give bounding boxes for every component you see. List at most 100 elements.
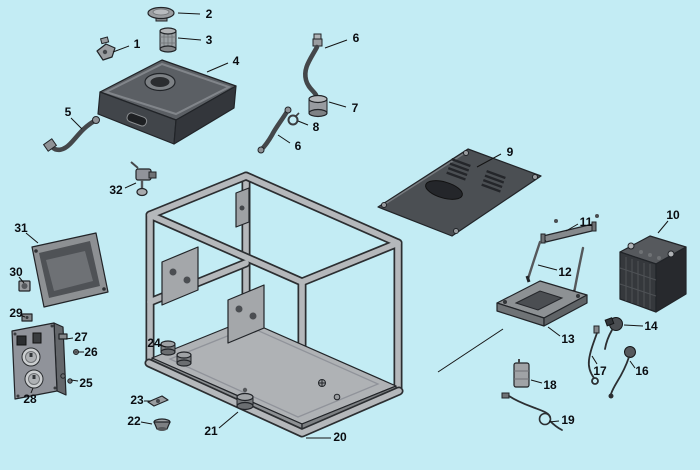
wire-loop-cable <box>501 392 563 431</box>
fuel-strainer <box>159 27 177 53</box>
callout-number-11: 11 <box>580 215 593 229</box>
callout-number-20: 20 <box>333 430 347 444</box>
callout-number-4: 4 <box>233 54 240 68</box>
leader-line-18 <box>530 379 543 384</box>
battery-cable <box>587 325 600 385</box>
callout-number-30: 30 <box>9 265 23 279</box>
fuel-hose-upper <box>303 33 323 98</box>
fuel-tank <box>97 59 237 145</box>
leader-line-28 <box>30 387 34 394</box>
battery-terminal <box>667 250 675 258</box>
panel-screws <box>60 373 73 384</box>
leader-line-17 <box>591 355 598 365</box>
mounting-plate-center <box>227 284 265 344</box>
callout-number-25: 25 <box>79 376 93 390</box>
mount-bracket <box>147 395 169 407</box>
callout-number-24: 24 <box>147 336 161 350</box>
leader-line-24 <box>158 344 167 348</box>
leader-line-27 <box>65 337 74 340</box>
panel-connector <box>18 280 31 292</box>
callout-number-28: 28 <box>23 392 37 406</box>
callout-number-10: 10 <box>666 208 680 222</box>
leader-line-29 <box>19 314 26 318</box>
mounting-plate-left <box>161 246 199 306</box>
ground-wire <box>608 346 636 399</box>
battery <box>619 235 687 313</box>
leader-line-16 <box>629 360 636 369</box>
leader-line-11 <box>565 223 579 232</box>
callout-number-6: 6 <box>295 139 302 153</box>
callout-number-22: 22 <box>127 414 141 428</box>
leader-line-8 <box>297 120 309 126</box>
battery-terminal <box>627 242 635 250</box>
callout-number-23: 23 <box>130 393 144 407</box>
leader-line-6 <box>277 134 291 144</box>
leader-line-25 <box>70 379 79 382</box>
leader-line-30 <box>18 276 25 284</box>
callout-number-17: 17 <box>593 364 607 378</box>
assembly-direction-line <box>437 328 504 373</box>
engine-mounts <box>160 340 192 367</box>
rubber-mount <box>236 387 254 411</box>
callout-number-2: 2 <box>206 7 213 21</box>
control-panel-housing <box>31 232 109 308</box>
battery-tray <box>496 280 588 327</box>
side-cover <box>377 148 542 237</box>
leader-line-6 <box>324 39 348 49</box>
fuel-cap <box>147 6 175 22</box>
leader-line-9 <box>476 153 502 168</box>
leader-line-21 <box>218 411 239 429</box>
fuel-hose-left <box>42 116 100 153</box>
vent-slots-right <box>481 170 506 193</box>
leader-line-1 <box>112 45 130 53</box>
leader-line-12 <box>537 264 558 271</box>
callout-number-18: 18 <box>543 378 557 392</box>
vent-slots-left <box>446 158 471 181</box>
leader-line-31 <box>25 232 39 244</box>
fuel-line-clip <box>96 36 116 61</box>
wire-connector-boot <box>604 317 623 350</box>
callout-number-21: 21 <box>204 424 218 438</box>
callout-number-19: 19 <box>561 413 575 427</box>
leader-line-13 <box>547 326 561 337</box>
callout-number-31: 31 <box>14 221 28 235</box>
inline-fuel-filter <box>308 94 328 118</box>
rectifier-box <box>513 359 530 388</box>
leader-line-32 <box>124 182 137 189</box>
callout-number-26: 26 <box>84 345 98 359</box>
battery-hold-down-bracket <box>540 214 599 244</box>
callout-number-16: 16 <box>635 364 649 378</box>
rubber-foot <box>153 418 171 431</box>
leader-line-3 <box>177 37 202 41</box>
callout-number-13: 13 <box>561 332 575 346</box>
panel-bracket <box>21 313 33 322</box>
leader-line-22 <box>140 421 153 425</box>
main-frame <box>149 176 399 433</box>
leader-line-7 <box>328 101 347 108</box>
cover-handle-hole <box>425 180 463 200</box>
callout-number-32: 32 <box>109 183 123 197</box>
leader-line-5 <box>70 117 83 130</box>
callout-number-27: 27 <box>74 330 88 344</box>
circuit-breaker <box>16 335 27 346</box>
panel-clip <box>58 333 68 340</box>
leader-line-10 <box>657 220 669 234</box>
leader-line-14 <box>623 324 644 327</box>
callout-number-9: 9 <box>507 145 514 159</box>
panel-screw <box>73 349 79 355</box>
callout-number-1: 1 <box>134 37 141 51</box>
leader-line-4 <box>206 62 229 73</box>
callout-number-7: 7 <box>352 101 359 115</box>
callout-number-12: 12 <box>558 265 572 279</box>
fuel-hose-lower <box>257 106 292 154</box>
hose-clamp <box>287 112 300 126</box>
callout-number-29: 29 <box>9 306 23 320</box>
fuel-gauge <box>126 112 148 127</box>
leader-line-2 <box>177 12 201 15</box>
leader-line-19 <box>548 420 560 423</box>
power-switch <box>32 332 42 344</box>
callout-number-6: 6 <box>353 31 360 45</box>
